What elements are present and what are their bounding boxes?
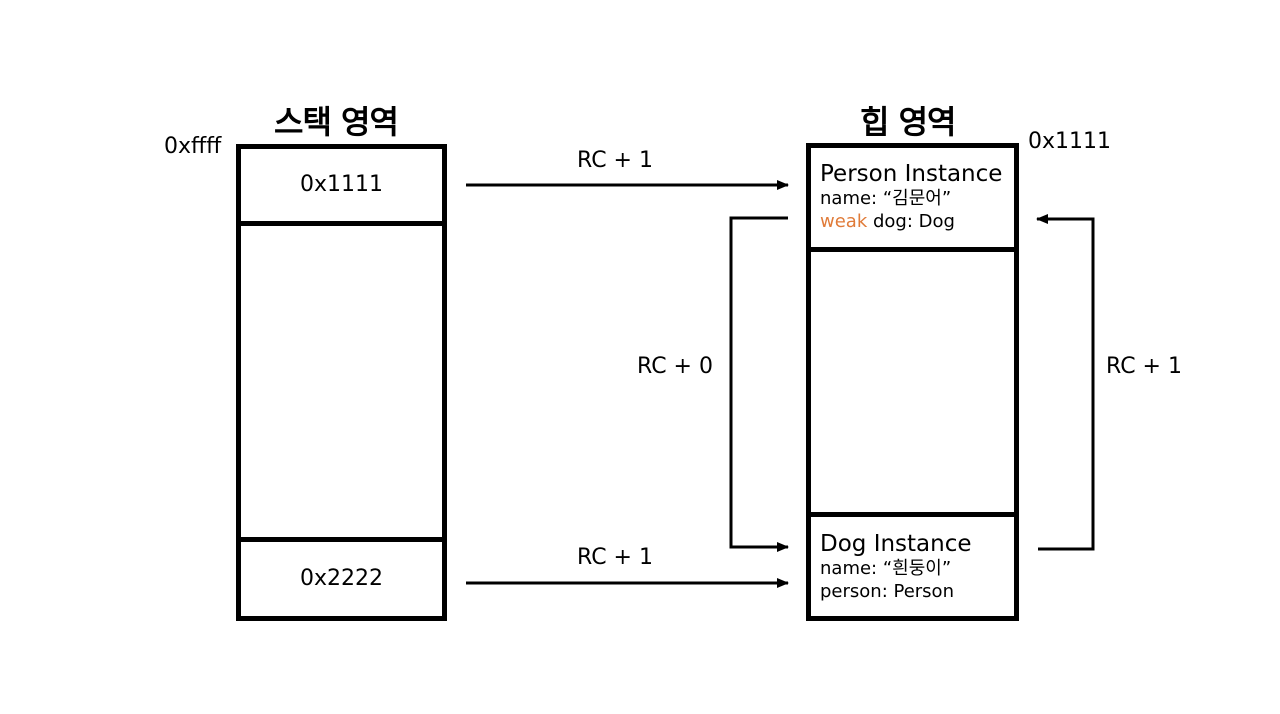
stack-area-title: 스택 영역	[274, 103, 399, 141]
dog-instance: Dog Instance name: “흰둥이” person: Person	[820, 531, 972, 603]
dog-person-field: person: Person	[820, 581, 954, 602]
stack-cell-person-ref: 0x1111	[299, 172, 383, 197]
heap-column	[806, 143, 1019, 621]
person-instance-title: Person Instance	[820, 161, 1003, 187]
rc-label-stack-to-person: RC + 1	[577, 148, 653, 173]
rc-label-person-to-dog: RC + 0	[637, 354, 713, 379]
rc-label-stack-to-dog: RC + 1	[577, 545, 653, 570]
person-name-field: name: “김문어”	[820, 188, 952, 209]
dog-type-text: dog: Dog	[867, 211, 955, 232]
heap-divider-top	[806, 247, 1019, 252]
stack-column	[236, 144, 447, 621]
stack-top-address: 0xffff	[164, 134, 222, 159]
dog-instance-title: Dog Instance	[820, 531, 972, 557]
heap-top-address: 0x1111	[1028, 129, 1112, 154]
stack-divider-bottom	[236, 537, 447, 542]
heap-divider-bottom	[806, 512, 1019, 517]
arrow-person-to-dog	[729, 216, 789, 552]
stack-divider-top	[236, 221, 447, 226]
arrow-dog-to-person	[1036, 214, 1095, 551]
stack-cell-dog-ref: 0x2222	[299, 566, 383, 591]
rc-label-dog-to-person: RC + 1	[1106, 354, 1182, 379]
person-instance: Person Instance name: “김문어” weak dog: Do…	[820, 161, 1002, 233]
person-dog-field: weak dog: Dog	[820, 210, 1002, 233]
dog-name-field: name: “흰둥이”	[820, 558, 952, 579]
weak-keyword: weak	[820, 211, 868, 232]
heap-area-title: 힙 영역	[860, 103, 956, 141]
